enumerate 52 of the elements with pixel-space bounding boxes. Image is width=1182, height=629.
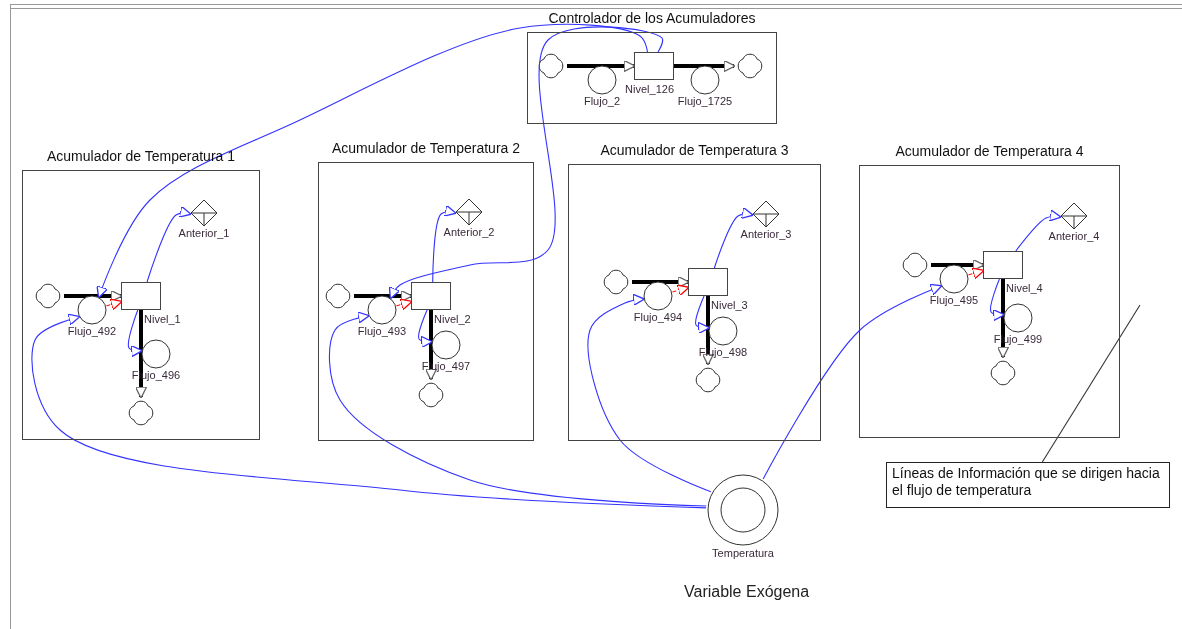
flow-label: Flujo_494 [633,311,683,324]
information-arrow [127,309,144,358]
section-label: Variable Exógena [684,583,810,601]
information-arrow [388,26,664,300]
information-arrow [418,309,434,349]
flow-pipe [674,59,736,73]
auxiliary-label: Anterior_1 [178,227,230,240]
information-arrow [587,293,712,493]
flow-pipe [354,289,413,303]
variable-label: Temperatura [712,547,774,560]
flow-pipe [996,279,1010,359]
flow-label: Flujo_2 [583,95,621,108]
information-arrow [713,206,754,269]
flow-pipe [931,258,985,272]
information-arrow [31,313,707,509]
flow-label: Flujo_493 [357,325,407,338]
information-arrow [328,311,707,507]
leader-line [1041,304,1141,463]
flow-pipe [424,310,438,381]
auxiliary-label: Anterior_3 [740,228,792,241]
group-title: Acumulador de Temperatura 1 [46,148,236,164]
information-arrow [989,278,1006,322]
dashed-arrow [967,267,985,280]
stock-label: Nivel_4 [1006,282,1043,295]
flow-pipe [701,296,715,366]
information-arrow [96,23,648,299]
flow-pipe [567,59,636,73]
dashed-arrow [105,298,123,311]
group-title: Controlador de los Acumuladores [548,10,756,26]
flow-label: Flujo_492 [67,325,117,338]
information-arrow [1015,209,1062,252]
dashed-arrow [671,284,690,297]
group-title: Acumulador de Temperatura 3 [600,142,789,158]
flow-pipe [64,289,123,303]
information-arrow [146,205,192,283]
group-title: Acumulador de Temperatura 4 [895,143,1084,159]
group-title: Acumulador de Temperatura 2 [331,140,521,156]
flow-label: Flujo_495 [929,294,979,307]
information-arrow [432,204,457,283]
information-arrow [762,283,943,480]
information-arrow [695,295,711,335]
flow-label: Flujo_1725 [677,95,733,108]
flow-pipe [134,310,148,399]
stock-label: Nivel_2 [434,313,471,326]
auxiliary-label: Anterior_4 [1048,230,1100,243]
stock-label: Nivel_3 [711,299,748,312]
dashed-arrow [395,298,413,311]
note-box: Líneas de Información que se dirigen hacia el flujo de temperatura [886,462,1170,508]
stock-label: Nivel_126 [625,83,674,96]
flow-pipe [632,275,690,289]
stock-label: Nivel_1 [144,313,181,326]
auxiliary-label: Anterior_2 [443,226,495,239]
